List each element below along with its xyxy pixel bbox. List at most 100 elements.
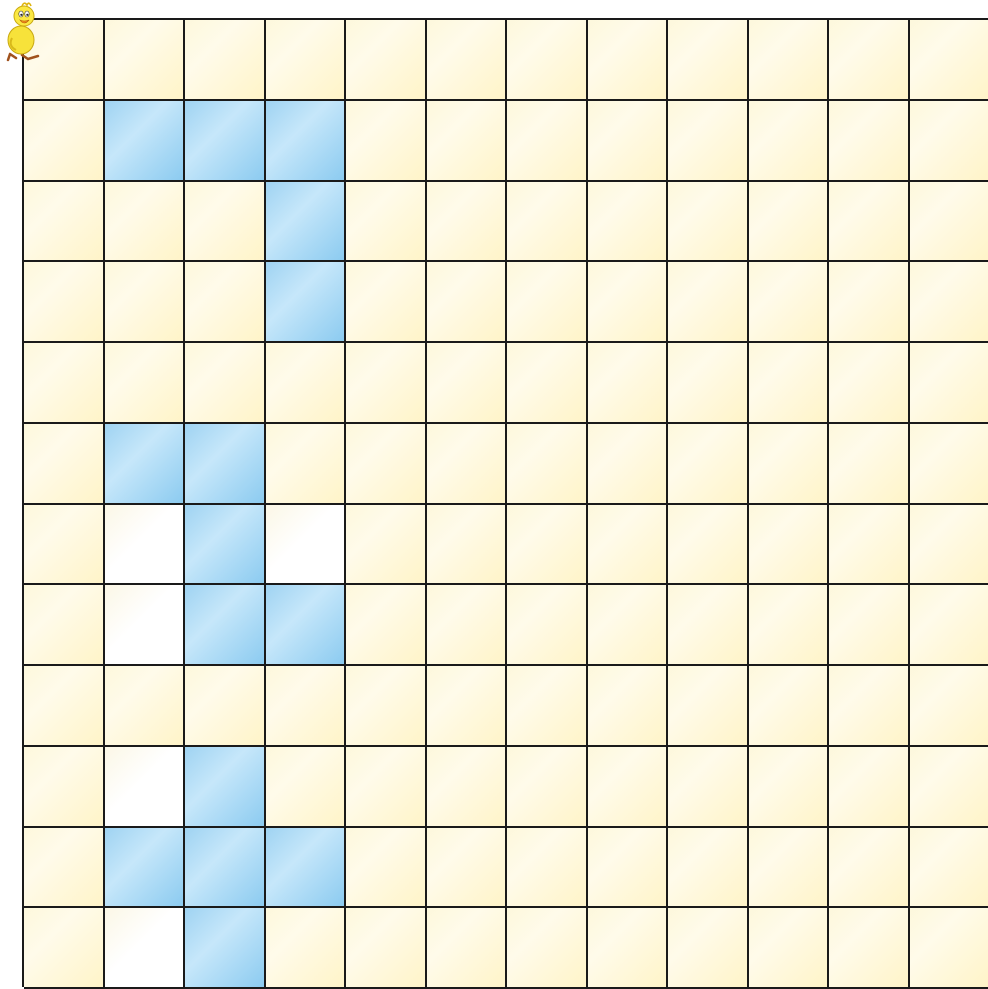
- grid-cell-empty[interactable]: [346, 908, 427, 989]
- grid-cell-empty[interactable]: [507, 101, 588, 182]
- grid-cell-blue[interactable]: [185, 101, 266, 182]
- grid-cell-empty[interactable]: [829, 747, 910, 828]
- grid-cell-empty[interactable]: [749, 101, 830, 182]
- grid-cell-empty[interactable]: [427, 505, 508, 586]
- grid-cell-empty[interactable]: [910, 182, 988, 263]
- grid-cell-empty[interactable]: [266, 747, 347, 828]
- grid-cell-empty[interactable]: [24, 505, 105, 586]
- grid-cell-empty[interactable]: [346, 20, 427, 101]
- grid-cell-empty[interactable]: [185, 182, 266, 263]
- grid-cell-empty[interactable]: [507, 182, 588, 263]
- grid-cell-empty[interactable]: [266, 424, 347, 505]
- grid-cell-empty[interactable]: [910, 101, 988, 182]
- grid-cell-empty[interactable]: [346, 182, 427, 263]
- grid-cell-empty[interactable]: [24, 262, 105, 343]
- grid-cell-empty[interactable]: [829, 101, 910, 182]
- grid-cell-empty[interactable]: [24, 424, 105, 505]
- grid-cell-empty[interactable]: [910, 666, 988, 747]
- grid-cell-empty[interactable]: [24, 585, 105, 666]
- grid-cell-blue[interactable]: [266, 101, 347, 182]
- grid-cell-empty[interactable]: [427, 585, 508, 666]
- grid-cell-empty[interactable]: [749, 666, 830, 747]
- grid-cell-empty[interactable]: [507, 262, 588, 343]
- grid-cell-empty[interactable]: [588, 182, 669, 263]
- grid-cell-empty[interactable]: [105, 666, 186, 747]
- grid-cell-empty[interactable]: [346, 424, 427, 505]
- grid-cell-empty[interactable]: [588, 101, 669, 182]
- grid-cell-empty[interactable]: [668, 182, 749, 263]
- grid-cell-empty[interactable]: [427, 343, 508, 424]
- grid-cell-blue[interactable]: [105, 828, 186, 909]
- grid-cell-empty[interactable]: [24, 747, 105, 828]
- grid-cell-empty[interactable]: [427, 424, 508, 505]
- grid-cell-empty[interactable]: [105, 262, 186, 343]
- grid-cell-white[interactable]: [105, 505, 186, 586]
- grid-cell-empty[interactable]: [24, 182, 105, 263]
- grid-cell-empty[interactable]: [346, 828, 427, 909]
- grid-cell-empty[interactable]: [749, 343, 830, 424]
- grid-cell-empty[interactable]: [507, 343, 588, 424]
- grid-cell-empty[interactable]: [668, 908, 749, 989]
- grid-cell-empty[interactable]: [346, 747, 427, 828]
- grid-cell-empty[interactable]: [829, 505, 910, 586]
- grid-cell-empty[interactable]: [588, 747, 669, 828]
- grid-cell-empty[interactable]: [668, 666, 749, 747]
- grid-cell-empty[interactable]: [588, 666, 669, 747]
- grid-cell-empty[interactable]: [910, 908, 988, 989]
- grid-cell-empty[interactable]: [185, 666, 266, 747]
- grid-cell-empty[interactable]: [507, 666, 588, 747]
- grid-cell-empty[interactable]: [346, 666, 427, 747]
- grid-cell-empty[interactable]: [668, 20, 749, 101]
- grid-cell-empty[interactable]: [749, 747, 830, 828]
- grid-cell-empty[interactable]: [507, 20, 588, 101]
- grid-cell-empty[interactable]: [427, 828, 508, 909]
- grid-cell-empty[interactable]: [910, 747, 988, 828]
- grid-cell-empty[interactable]: [749, 585, 830, 666]
- grid-cell-empty[interactable]: [829, 262, 910, 343]
- grid-cell-empty[interactable]: [829, 828, 910, 909]
- grid-cell-empty[interactable]: [346, 101, 427, 182]
- grid-cell-empty[interactable]: [829, 424, 910, 505]
- grid-cell-blue[interactable]: [185, 828, 266, 909]
- grid-cell-empty[interactable]: [588, 585, 669, 666]
- grid-cell-empty[interactable]: [910, 828, 988, 909]
- grid-cell-blue[interactable]: [266, 828, 347, 909]
- grid-cell-empty[interactable]: [24, 908, 105, 989]
- grid-cell-empty[interactable]: [507, 747, 588, 828]
- grid-cell-empty[interactable]: [910, 585, 988, 666]
- grid-cell-empty[interactable]: [105, 182, 186, 263]
- grid-cell-empty[interactable]: [507, 585, 588, 666]
- grid-cell-empty[interactable]: [24, 828, 105, 909]
- grid-cell-empty[interactable]: [749, 505, 830, 586]
- grid-cell-empty[interactable]: [346, 262, 427, 343]
- grid-cell-empty[interactable]: [588, 343, 669, 424]
- grid-cell-empty[interactable]: [24, 343, 105, 424]
- grid-cell-empty[interactable]: [668, 101, 749, 182]
- grid-cell-empty[interactable]: [427, 182, 508, 263]
- grid-cell-white[interactable]: [266, 505, 347, 586]
- grid-cell-empty[interactable]: [427, 20, 508, 101]
- grid-cell-empty[interactable]: [668, 343, 749, 424]
- grid-cell-empty[interactable]: [910, 505, 988, 586]
- grid-cell-empty[interactable]: [910, 20, 988, 101]
- grid-cell-empty[interactable]: [829, 666, 910, 747]
- grid-cell-empty[interactable]: [507, 505, 588, 586]
- grid-cell-blue[interactable]: [266, 585, 347, 666]
- grid-cell-blue[interactable]: [185, 908, 266, 989]
- grid-cell-empty[interactable]: [507, 424, 588, 505]
- grid-cell-empty[interactable]: [427, 908, 508, 989]
- grid-cell-empty[interactable]: [24, 666, 105, 747]
- grid-cell-empty[interactable]: [588, 424, 669, 505]
- grid-cell-blue[interactable]: [185, 585, 266, 666]
- grid-cell-blue[interactable]: [185, 505, 266, 586]
- grid-cell-empty[interactable]: [185, 262, 266, 343]
- grid-cell-empty[interactable]: [588, 505, 669, 586]
- grid-cell-empty[interactable]: [749, 262, 830, 343]
- grid-cell-empty[interactable]: [346, 585, 427, 666]
- grid-cell-empty[interactable]: [507, 828, 588, 909]
- grid-cell-empty[interactable]: [668, 424, 749, 505]
- grid-cell-blue[interactable]: [185, 747, 266, 828]
- grid-cell-blue[interactable]: [266, 262, 347, 343]
- grid-cell-blue[interactable]: [105, 424, 186, 505]
- grid-cell-blue[interactable]: [266, 182, 347, 263]
